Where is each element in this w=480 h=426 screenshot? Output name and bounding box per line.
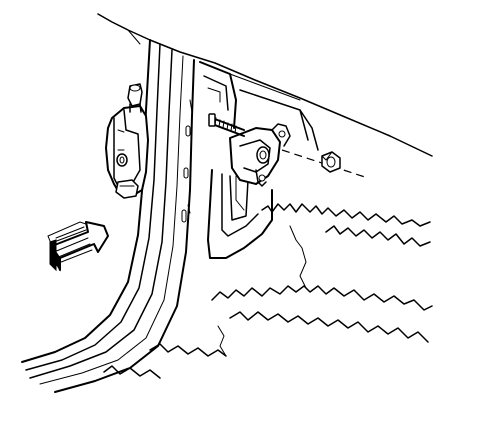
door-hinge-pocket [199, 61, 319, 151]
hinge-bolt [208, 113, 245, 137]
body-side-hinge [105, 83, 149, 199]
door-hinge-strap [229, 123, 291, 211]
door-lower-bracket [207, 169, 273, 259]
break-lines [103, 203, 433, 379]
hinge-nut [321, 151, 341, 173]
body-pillar [21, 39, 195, 393]
roof-panel [97, 13, 433, 157]
forward-arrow-icon [47, 221, 109, 272]
pillar-holes [181, 125, 191, 223]
